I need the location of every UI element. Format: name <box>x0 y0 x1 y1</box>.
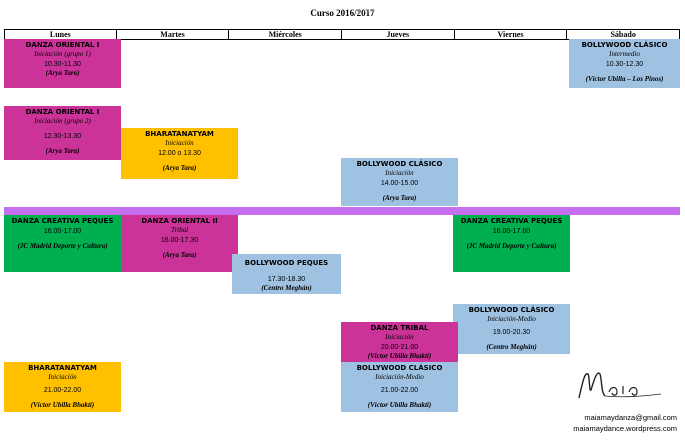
class-level: Iniciación <box>48 373 77 381</box>
class-teacher: (Centro Meghán) <box>486 343 537 351</box>
class-time: 16.00-17.00 <box>492 228 531 235</box>
class-name: DANZA ORIENTAL I <box>25 41 100 49</box>
class-block-danza-oriental-1-g2: DANZA ORIENTAL I Iniciación (grupo 2) 12… <box>4 106 121 160</box>
class-teacher: (JC Madrid Deporte y Cultura) <box>17 242 108 250</box>
class-level: Tribal <box>170 226 189 234</box>
day-tuesday: Martes <box>116 29 230 40</box>
class-level: Iniciación-Medio <box>375 373 424 381</box>
class-time: 10.30-12.30 <box>605 61 644 68</box>
class-teacher: (Víctor Ubilla Bhakti) <box>367 401 432 409</box>
maia-signature-logo <box>578 372 662 399</box>
moon-icon: ◐○◑ <box>357 6 376 17</box>
class-teacher: (Arya Tara) <box>45 69 80 77</box>
class-name: BOLLYWOOD PEQUES <box>244 259 329 267</box>
class-teacher: (Arya Tara) <box>162 164 197 172</box>
class-time: 21.00-22.00 <box>43 387 82 394</box>
class-block-danza-tribal: DANZA TRIBAL Iniciación 20.00-21.00 (Víc… <box>341 322 458 362</box>
class-teacher: (Víctor Ubilla Bhakti) <box>30 401 95 409</box>
class-block-bollywood-clasico-iniciacion: BOLLYWOOD CLÁSICO Iniciación 14.00-15.00… <box>341 158 458 206</box>
class-block-danza-oriental-1-g1: DANZA ORIENTAL I Iniciación (grupo 1) 10… <box>4 39 121 88</box>
class-name: DANZA TRIBAL <box>370 324 429 332</box>
class-time: 16.00-17.30 <box>160 237 199 244</box>
class-block-danza-oriental-2: DANZA ORIENTAL II Tribal 16.00-17.30 (Ar… <box>121 215 238 272</box>
class-level: Iniciación-Medio <box>487 315 536 323</box>
day-header-row: Lunes Martes Miércoles Jueves Viernes Sá… <box>4 29 680 40</box>
class-block-bollywood-clasico-thursday-night: BOLLYWOOD CLÁSICO Iniciación-Medio 21.00… <box>341 362 458 412</box>
class-level: Iniciación <box>165 139 194 147</box>
class-block-bharatanatyam: BHARATANATYAM Iniciación 12.00 o 13.30 (… <box>121 128 238 179</box>
class-teacher: (Centro Meghán) <box>261 284 312 292</box>
class-name: BOLLYWOOD CLÁSICO <box>356 364 443 372</box>
class-time: 21.00-22.00 <box>380 387 419 394</box>
class-block-bollywood-clasico-intermedio: BOLLYWOOD CLÁSICO Intermedio 10.30-12.30… <box>569 39 680 88</box>
class-teacher: (Víctor Ubilla – Los Pinos) <box>585 75 664 83</box>
class-time: 16.00-17.00 <box>43 228 82 235</box>
class-level: Iniciación (grupo 1) <box>34 50 91 58</box>
class-level: Iniciación <box>385 333 414 341</box>
class-block-danza-creativa-monday: DANZA CREATIVA PEQUES 16.00-17.00 (JC Ma… <box>4 215 121 272</box>
afternoon-divider <box>4 207 680 215</box>
class-teacher: (JC Madrid Deporte y Cultura) <box>466 242 557 250</box>
class-level: Intermedio <box>609 50 640 58</box>
class-teacher: (Víctor Ubilla Bhakti) <box>367 352 432 360</box>
day-wednesday: Miércoles <box>229 29 342 40</box>
class-time: 20.00-21.00 <box>380 344 419 351</box>
class-time: 14.00-15.00 <box>380 180 419 187</box>
class-level: Iniciación (grupo 2) <box>34 117 91 125</box>
contact-email: maiamaydanza@gmail.com <box>584 413 677 422</box>
class-name: BHARATANATYAM <box>28 364 97 372</box>
class-name: BOLLYWOOD CLÁSICO <box>581 41 668 49</box>
class-block-bollywood-clasico-friday: BOLLYWOOD CLÁSICO Iniciación-Medio 19.00… <box>453 304 570 354</box>
class-level: Iniciación <box>385 169 414 177</box>
class-time: 10.30-11.30 <box>44 61 81 68</box>
class-time: 19.00-20.30 <box>492 329 531 336</box>
class-name: DANZA CREATIVA PEQUES <box>11 217 114 225</box>
contact-info: maiamaydanza@gmail.com maiamaydance.word… <box>573 412 677 434</box>
page-title: Curso 2016/2017 <box>310 8 375 18</box>
class-teacher: (Arya Tara) <box>382 194 417 202</box>
class-block-danza-creativa-friday: DANZA CREATIVA PEQUES 16.00-17.00 (JC Ma… <box>453 215 570 272</box>
contact-blog: maiamaydance.wordpress.com <box>573 424 677 433</box>
class-name: BOLLYWOOD CLÁSICO <box>356 160 443 168</box>
day-thursday: Jueves <box>341 29 455 40</box>
class-name: BOLLYWOOD CLÁSICO <box>468 306 555 314</box>
class-block-bharatanatyam-night: BHARATANATYAM Iniciación 21.00-22.00 (Ví… <box>4 362 121 412</box>
day-friday: Viernes <box>454 29 568 40</box>
class-name: BHARATANATYAM <box>145 130 214 138</box>
class-name: DANZA ORIENTAL II <box>141 217 218 225</box>
class-time: 12.30-13.30 <box>43 133 82 140</box>
class-name: DANZA CREATIVA PEQUES <box>460 217 563 225</box>
class-teacher: (Arya Tara) <box>45 147 80 155</box>
class-block-bollywood-peques: BOLLYWOOD PEQUES 17.30-18.30 (Centro Meg… <box>232 254 341 294</box>
class-time: 12.00 o 13.30 <box>158 150 201 157</box>
class-time: 17.30-18.30 <box>267 276 306 283</box>
class-name: DANZA ORIENTAL I <box>25 108 100 116</box>
class-teacher: (Arya Tara) <box>162 251 197 259</box>
